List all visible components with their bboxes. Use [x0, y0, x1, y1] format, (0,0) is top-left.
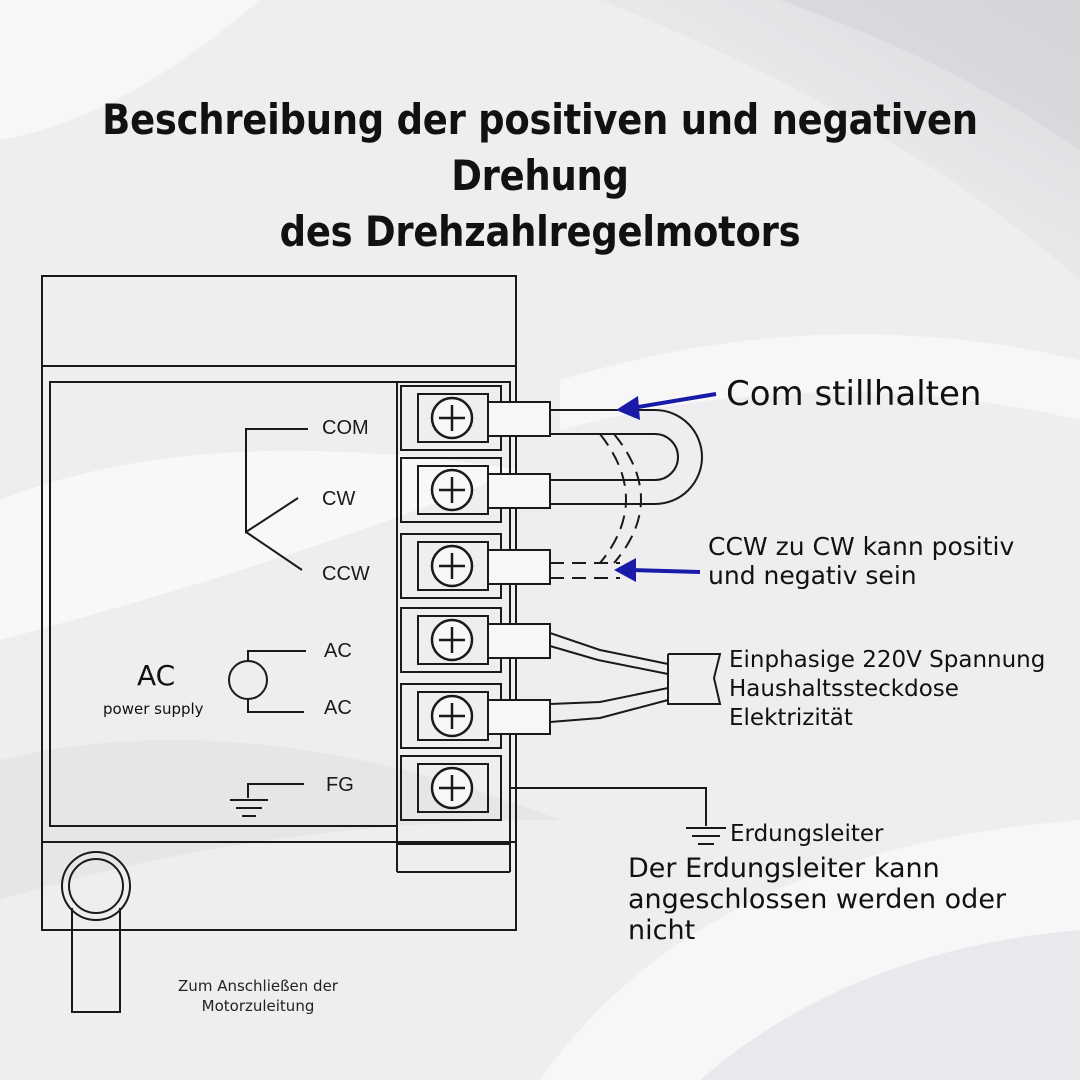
ground-symbol-icon — [230, 783, 304, 817]
terminal-label-ac-2: AC — [324, 697, 352, 719]
terminal-ac-2 — [400, 683, 551, 749]
motor-lead-note-line-2: Motorzuleitung — [201, 997, 315, 1015]
page-title: Beschreibung der positiven und negativen… — [65, 92, 1015, 260]
screw-terminal-icon — [430, 766, 474, 810]
ground-note: Der Erdungsleiter kann angeschlossen wer… — [628, 853, 1006, 946]
terminal-ac-1 — [400, 607, 551, 673]
terminal-label-fg: FG — [326, 774, 354, 796]
mains-note-line-2: Haushaltssteckdose — [729, 676, 959, 702]
motor-lead-connector — [61, 851, 131, 1013]
ccw-cw-note: CCW zu CW kann positiv und negativ sein — [708, 532, 1014, 590]
wire-lug — [487, 699, 551, 735]
terminal-ccw — [400, 533, 551, 599]
ccw-cw-note-line-1: CCW zu CW kann positiv — [708, 532, 1015, 561]
wire-lug — [487, 401, 551, 437]
com-cw-jumper-wire — [550, 409, 703, 505]
terminal-fg — [400, 755, 502, 821]
ground-note-line-3: nicht — [628, 915, 696, 946]
terminal-cw — [400, 457, 551, 523]
arrow-left-icon — [614, 558, 701, 582]
terminal-label-ac-1: AC — [324, 640, 352, 662]
ground-label: Erdungsleiter — [730, 821, 884, 847]
ccw-cw-note-line-2: und negativ sein — [708, 561, 917, 590]
power-supply-title: AC — [137, 659, 176, 692]
ground-note-line-1: Der Erdungsleiter kann — [628, 853, 940, 884]
terminal-label-ccw: CCW — [322, 563, 370, 585]
ccw-dashed-wire — [550, 433, 642, 579]
mains-note-line-1: Einphasige 220V Spannung — [729, 647, 1046, 673]
ac-source-icon — [228, 650, 306, 713]
mains-note-line-3: Elektrizität — [729, 705, 853, 731]
com-hold-note: Com stillhalten — [726, 374, 982, 414]
title-line-2: des Drehzahlregelmotors — [279, 207, 801, 256]
terminal-screws — [400, 385, 551, 821]
screw-terminal-icon — [430, 694, 474, 738]
direction-switch-symbol — [245, 428, 308, 571]
ground-note-line-2: angeschlossen werden oder — [628, 884, 1007, 915]
annotation-arrows — [614, 392, 717, 582]
arrow-left-icon — [616, 392, 717, 420]
mains-cable — [549, 632, 722, 723]
wire-lug — [487, 473, 551, 509]
terminal-label-com: COM — [322, 417, 369, 439]
wire-lug — [487, 623, 551, 659]
screw-terminal-icon — [430, 618, 474, 662]
motor-lead-note: Zum Anschließen der Motorzuleitung — [170, 976, 346, 1016]
terminal-block — [396, 381, 511, 873]
screw-terminal-icon — [430, 468, 474, 512]
power-supply-subtitle: power supply — [103, 700, 204, 718]
screw-terminal-icon — [430, 396, 474, 440]
title-line-1: Beschreibung der positiven und negativen… — [102, 95, 978, 200]
wire-lug — [487, 549, 551, 585]
ground-wire — [510, 787, 726, 845]
controller-housing — [41, 275, 517, 931]
screw-terminal-icon — [430, 544, 474, 588]
mains-note: Einphasige 220V Spannung Haushaltssteckd… — [729, 646, 1045, 733]
terminal-label-cw: CW — [322, 488, 356, 510]
motor-lead-note-line-1: Zum Anschließen der — [178, 977, 338, 995]
terminal-com — [400, 385, 551, 451]
